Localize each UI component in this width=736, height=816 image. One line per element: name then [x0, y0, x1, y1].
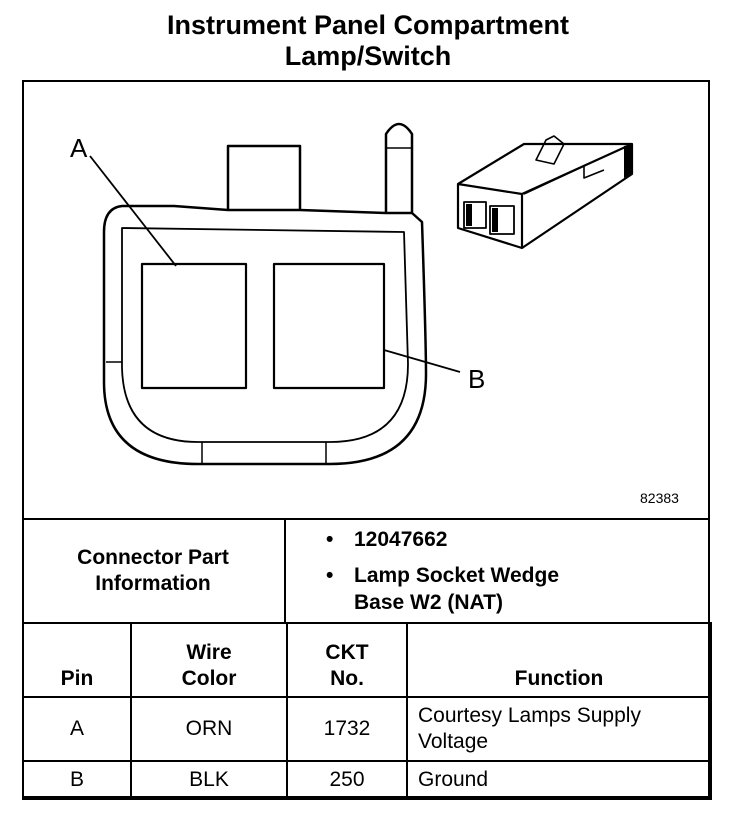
bullet: •	[326, 564, 334, 587]
cell-pin: B	[22, 760, 132, 800]
connector-description: Lamp Socket Wedge Base W2 (NAT)	[354, 564, 559, 614]
connector-latch	[384, 122, 414, 213]
figure-id: 82383	[640, 490, 679, 506]
header-pin: Pin	[22, 622, 132, 698]
cell-ckt-no: 250	[286, 760, 408, 800]
connector-info-items: • 12047662 • Lamp Socket Wedge Base W2 (…	[286, 520, 708, 622]
label-b: B	[468, 364, 486, 394]
connector-3d-view	[456, 135, 634, 250]
connector-diagram	[24, 82, 708, 518]
table-row: B BLK 250 Ground	[22, 760, 712, 800]
cell-pin: A	[22, 696, 132, 762]
leader-line-a	[89, 155, 177, 267]
connector-drawing	[89, 122, 634, 466]
pin-table-header: Pin Wire Color CKT No. Function	[22, 622, 712, 698]
connector-info-item: • Lamp Socket Wedge Base W2 (NAT)	[326, 562, 574, 616]
table-row: A ORN 1732 Courtesy Lamps Supply Voltage	[22, 696, 712, 762]
header-ckt-no: CKT No.	[286, 622, 408, 698]
pin-table: Pin Wire Color CKT No. Function A ORN 17…	[22, 622, 712, 800]
header-function: Function	[406, 622, 712, 698]
title-line-2: Lamp/Switch	[284, 41, 452, 71]
connector-tab	[226, 144, 302, 210]
cell-wire-color: ORN	[130, 696, 288, 762]
label-a: A	[70, 133, 88, 163]
connector-info-item: • 12047662	[326, 526, 654, 553]
part-number: 12047662	[354, 528, 448, 551]
cell-ckt-no: 1732	[286, 696, 408, 762]
title-line-1: Instrument Panel Compartment	[166, 10, 570, 40]
page-title: Instrument Panel Compartment Lamp/Switch	[0, 10, 736, 72]
bullet: •	[326, 528, 334, 551]
cell-wire-color: BLK	[130, 760, 288, 800]
cell-function: Courtesy Lamps Supply Voltage	[406, 696, 712, 762]
connector-info-heading-cell: Connector Part Information	[22, 520, 286, 622]
connector-body-outer	[102, 204, 428, 466]
connector-info-heading: Connector Part Information	[77, 546, 229, 595]
leader-line-b	[383, 349, 461, 373]
terminal-cavity-b	[272, 262, 386, 390]
connector-body-inner	[121, 227, 409, 443]
terminal-cavity-a	[140, 262, 248, 390]
header-wire-color: Wire Color	[130, 622, 288, 698]
connector-info-section: Connector Part Information • 12047662 • …	[22, 518, 710, 622]
cell-function: Ground	[406, 760, 712, 800]
